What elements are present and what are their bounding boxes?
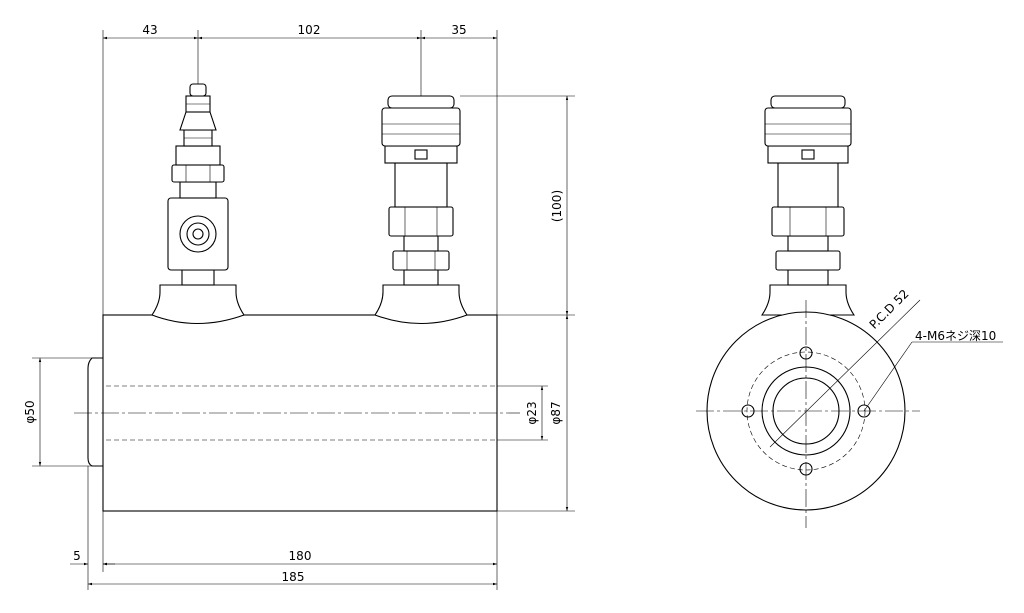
valve-assembly [151, 83, 245, 325]
dimension-lines [32, 30, 575, 590]
dim-phi50: φ50 [23, 400, 37, 423]
thread-label: 4-M6ネジ深10 [915, 329, 996, 343]
dim-43: 43 [142, 23, 157, 37]
front-view [74, 83, 520, 512]
dim-35: 35 [451, 23, 466, 37]
dim-185: 185 [282, 570, 305, 584]
left-boss [87, 357, 103, 467]
dim-5: 5 [73, 549, 81, 563]
dim-phi23: φ23 [525, 401, 539, 424]
dim-phi87: φ87 [549, 401, 563, 424]
dim-102: 102 [298, 23, 321, 37]
pcd-label: P.C.D 52 [867, 287, 912, 332]
dim-180: 180 [289, 549, 312, 563]
side-view [696, 95, 1003, 528]
coupler-assembly [374, 95, 468, 325]
dim-100: (100) [550, 190, 564, 222]
